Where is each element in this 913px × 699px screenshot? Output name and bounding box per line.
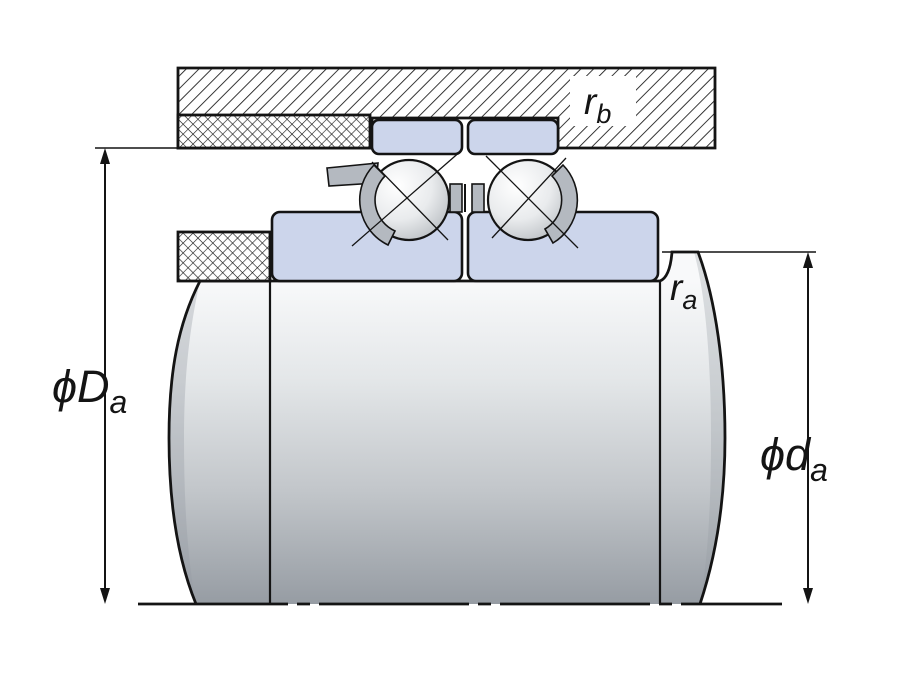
shaft-left-end-shading [169, 281, 200, 604]
outer-ring-left [370, 118, 464, 156]
dim-arrow-right-top [803, 252, 813, 268]
label-Da-sub: a [110, 384, 128, 420]
diagram-root: rb ra ϕDa ϕda [52, 66, 828, 606]
shaft-spacer-section [176, 230, 272, 283]
outer-ring-right [466, 118, 560, 156]
label-rb-backdrop [570, 76, 636, 126]
shaft-right-silhouette-and-fillet [659, 250, 727, 605]
contact-line-left-2 [371, 161, 449, 241]
label-shaft-abutment-diameter: ϕda [760, 429, 828, 488]
label-housing-fillet: rb [584, 81, 611, 129]
dim-arrow-left-top [100, 148, 110, 164]
center-spacer-right-bit [471, 183, 485, 213]
label-da-sub: a [810, 452, 828, 488]
label-Da-main: ϕD [52, 361, 110, 412]
cage-left-band [358, 163, 397, 247]
label-housing-abutment-diameter: ϕDa [52, 361, 127, 420]
contact-line-right-2 [491, 157, 567, 239]
shaft-right-end-shading [694, 252, 725, 604]
label-rb-main: r [584, 81, 598, 122]
housing-cover-section [176, 113, 372, 150]
label-shaft-fillet: ra [670, 267, 697, 315]
dim-arrow-left-bottom [100, 588, 110, 604]
label-rb-sub: b [596, 99, 611, 129]
contact-line-right-1 [485, 155, 579, 249]
label-ra-main: r [670, 267, 684, 308]
shaft-left-silhouette [167, 280, 202, 605]
label-da-main: ϕd [760, 429, 812, 480]
shaft-body [169, 252, 725, 604]
label-ra-sub: a [682, 285, 697, 315]
dim-arrow-right-bottom [803, 588, 813, 604]
center-spacer-left-bit [449, 183, 463, 213]
